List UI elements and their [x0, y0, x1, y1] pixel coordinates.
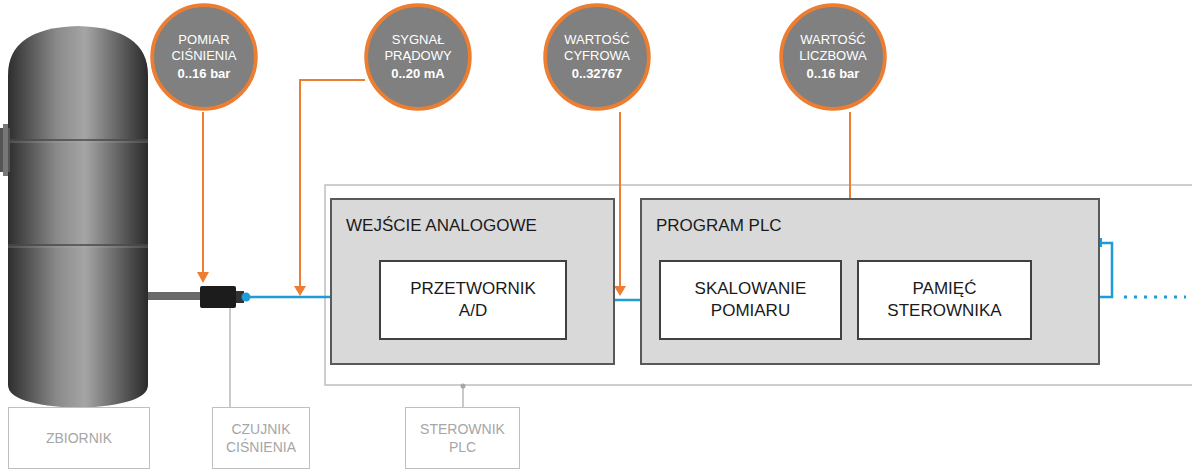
callout-value: 0..16 bar: [807, 66, 860, 82]
callout-value: 0..32767: [572, 66, 623, 82]
callout-heading: WARTOŚĆ CYFROWA: [555, 32, 639, 65]
part-label-box: STEROWNIK PLC: [405, 407, 520, 469]
callout-value: 0..16 bar: [178, 66, 231, 82]
callout-heading: WARTOŚĆ LICZBOWA: [791, 32, 875, 65]
part-label-box: ZBIORNIK: [8, 407, 150, 469]
group-heading: WEJŚCIE ANALOGOWE: [346, 216, 537, 236]
callout-circle: SYGNAŁ PRĄDOWY0..20 mA: [364, 3, 472, 111]
box-label: PRZETWORNIK A/D: [408, 278, 538, 322]
callout-circle: POMIAR CIŚNIENIA0..16 bar: [150, 3, 258, 111]
box-label: SKALOWANIE POMIARU: [686, 278, 816, 322]
callout-value: 0..20 mA: [391, 66, 444, 82]
callout-heading: POMIAR CIŚNIENIA: [162, 32, 246, 65]
part-label-box: CZUJNIK CIŚNIENIA: [212, 407, 310, 469]
box-label: ZBIORNIK: [46, 429, 112, 447]
module-group: WEJŚCIE ANALOGOWE PRZETWORNIK A/D: [330, 198, 615, 365]
process-box: SKALOWANIE POMIARU: [659, 260, 842, 340]
module-group: PROGRAM PLC SKALOWANIE POMIARU PAMIĘĆ STER…: [640, 198, 1100, 365]
process-box: PRZETWORNIK A/D: [379, 260, 567, 340]
plc-frame: [325, 185, 1192, 385]
box-label: STEROWNIK PLC: [413, 420, 513, 456]
box-label: CZUJNIK CIŚNIENIA: [216, 420, 306, 456]
callout-heading: SYGNAŁ PRĄDOWY: [376, 32, 460, 65]
wire-dot: [242, 293, 251, 302]
leader-line: [229, 308, 230, 407]
leader-dot: [461, 384, 466, 389]
box-label: PAMIĘĆ STEROWNIKA: [880, 278, 1010, 322]
group-heading: PROGRAM PLC: [656, 216, 782, 236]
pressure-sensor: [148, 286, 244, 308]
callout-circle: WARTOŚĆ CYFROWA0..32767: [543, 3, 651, 111]
callout-circle: WARTOŚĆ LICZBOWA0..16 bar: [779, 3, 887, 111]
continuation-dots: [1124, 296, 1186, 299]
process-box: PAMIĘĆ STEROWNIKA: [857, 260, 1032, 340]
tank: [0, 26, 148, 408]
